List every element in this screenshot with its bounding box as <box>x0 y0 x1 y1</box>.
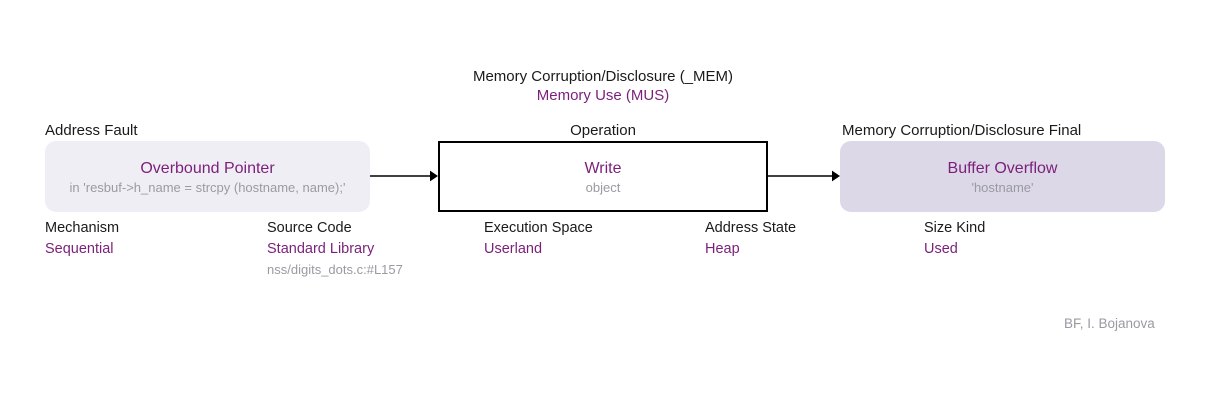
attribute-mechanism-label: Mechanism <box>45 220 120 236</box>
attribute-size-kind-label: Size Kind <box>924 220 986 236</box>
attribute-source-code-label: Source Code <box>267 220 352 236</box>
fault-node-title: Overbound Pointer <box>140 159 275 177</box>
attribute-source-code-location: nss/digits_dots.c:#L157 <box>267 262 403 277</box>
attribute-source-code[interactable]: Source Code Standard Library nss/digits_… <box>267 218 403 279</box>
arrow-fault-to-operation <box>370 168 440 184</box>
operation-node-detail: object <box>585 179 621 195</box>
final-node[interactable]: Buffer Overflow 'hostname' <box>840 141 1165 212</box>
final-node-caption: Memory Corruption/Disclosure Final <box>842 122 1082 139</box>
operation-node[interactable]: Write object <box>438 141 768 212</box>
attribute-size-kind[interactable]: Size Kind Used <box>924 218 985 260</box>
attribute-mechanism-value: Sequential <box>45 241 114 257</box>
arrow-operation-to-final <box>768 168 842 184</box>
fault-node-detail: in 'resbuf->h_name = strcpy (hostname, n… <box>69 179 346 195</box>
fault-node[interactable]: Overbound Pointer in 'resbuf->h_name = s… <box>45 141 370 212</box>
attribute-address-state-label: Address State <box>705 220 797 236</box>
operation-node-title: Write <box>584 159 622 177</box>
attribute-source-code-value: Standard Library <box>267 241 375 257</box>
fault-node-caption: Address Fault <box>45 122 138 139</box>
attribute-execution-space[interactable]: Execution Space Userland <box>484 218 593 260</box>
operation-node-caption: Operation <box>570 122 636 139</box>
final-node-detail: 'hostname' <box>971 179 1034 195</box>
operation-class-header: Memory Corruption/Disclosure (_MEM) <box>472 68 734 85</box>
operation-class-subheader: Memory Use (MUS) <box>536 87 670 104</box>
operation-class-header-group: Memory Corruption/Disclosure (_MEM) Memo… <box>438 67 768 105</box>
attribute-address-state-value: Heap <box>705 241 740 257</box>
attribute-execution-space-value: Userland <box>484 241 543 257</box>
attribute-address-state[interactable]: Address State Heap <box>705 218 796 260</box>
attribute-mechanism[interactable]: Mechanism Sequential <box>45 218 119 260</box>
footer-credit: BF, I. Bojanova <box>1064 316 1155 331</box>
attribute-size-kind-value: Used <box>924 241 958 257</box>
final-node-title: Buffer Overflow <box>947 159 1058 177</box>
attribute-execution-space-label: Execution Space <box>484 220 593 236</box>
